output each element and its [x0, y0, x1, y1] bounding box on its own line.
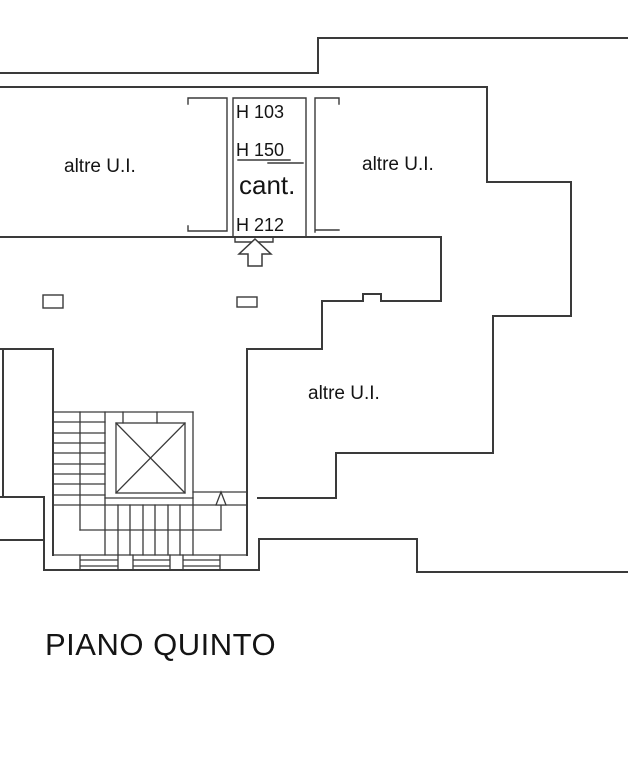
outer-wall-bottom-right — [258, 538, 628, 573]
height-note-103: H 103 — [236, 102, 285, 122]
wall-main-horizontal — [0, 236, 442, 556]
height-note-150: H 150 — [236, 140, 285, 160]
window-marker-right — [236, 296, 258, 308]
outer-wall-top — [0, 37, 628, 74]
window-marker-left — [42, 294, 64, 309]
page-title: PIANO QUINTO — [45, 627, 277, 662]
wall-stair-left — [0, 348, 54, 556]
stair-treads — [52, 421, 106, 496]
elevator-x-mark — [115, 422, 186, 494]
room-label-left-unit: altre U.I. — [64, 156, 136, 177]
wall-cellar-room — [232, 97, 307, 237]
height-note-212: H 212 — [236, 215, 285, 235]
wall-right-room-bracket — [314, 97, 340, 233]
elevator-shaft — [104, 411, 194, 499]
height-change-line — [237, 159, 304, 164]
wall-left-room-bracket — [187, 97, 228, 232]
up-arrow-icon — [215, 490, 227, 531]
room-label-cellar: cant. — [239, 170, 296, 200]
stair-risers — [104, 497, 194, 556]
staircase — [52, 411, 248, 571]
room-label-right-unit: altre U.I. — [362, 154, 434, 175]
outer-wall-right-steps — [0, 86, 572, 499]
outer-wall-bottom-left — [0, 348, 260, 571]
elevator-cab — [115, 422, 186, 494]
stair-bottom-band — [79, 554, 221, 571]
room-label-middle-unit: altre U.I. — [308, 383, 380, 404]
entrance-arrow-icon — [237, 237, 273, 267]
